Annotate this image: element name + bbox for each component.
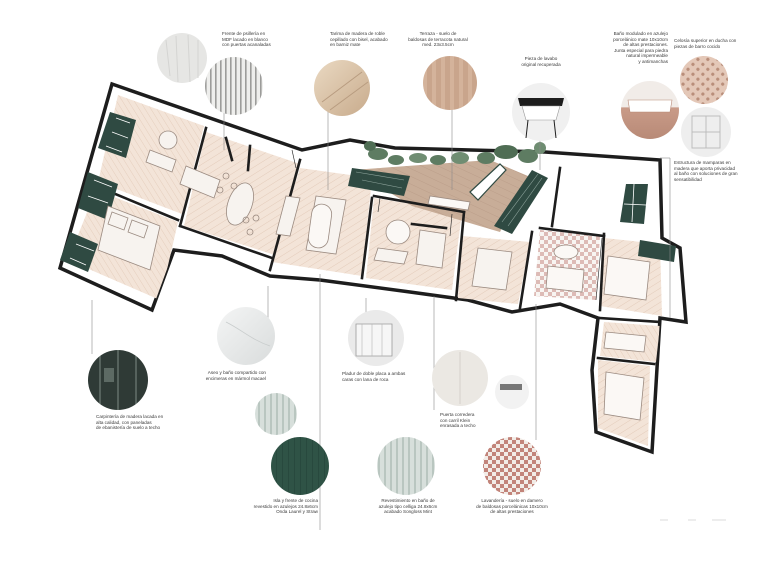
terrace-plants (364, 141, 546, 165)
swatch-rail (495, 375, 529, 409)
label-kitchen: Isla y frente de cocina revestido en azu… (253, 498, 318, 515)
right-facade-window (620, 183, 676, 262)
label-mampara: Estructura de mamparas en madera que apo… (674, 160, 738, 182)
label-bath: Baño modulado en azulejo porcelánico mat… (613, 31, 668, 64)
label-celliger: Revestimiento en baño de azulejo tipo ce… (378, 498, 438, 515)
label-marble: Aseo y baño compartido con encimeras en … (205, 370, 266, 381)
swatch-mdf (205, 57, 263, 115)
label-terrace: Terraza - suelo de baldosas de terracota… (408, 31, 468, 48)
plan-details (291, 149, 603, 301)
swatch-marble (217, 307, 275, 365)
label-sliding: Puerta corredera con carril Klein enrasa… (440, 412, 476, 429)
label-mdf: Frente de psillería en MDF lacado en bla… (222, 31, 271, 48)
swatch-mint-small (255, 393, 297, 435)
terrace-glazing (348, 163, 548, 234)
swatch-laundry (483, 437, 541, 495)
label-sink: Pieza de lavabo original recuperada (521, 56, 561, 67)
furniture (97, 130, 651, 421)
swatch-lattice (680, 56, 728, 104)
swatch-kitchen (271, 437, 329, 495)
material-swatches (88, 33, 731, 495)
label-laundry: Lavandería - suelo en damero de baldosas… (476, 498, 548, 515)
label-plaster: Pladur de doble placa a ambas caras con … (342, 371, 406, 382)
swatch-grey-panel (157, 33, 207, 83)
swatch-oak (314, 60, 370, 116)
label-lattice: Celosía superior en ducha con piezas de … (674, 38, 737, 49)
swatch-celliger (377, 437, 435, 495)
label-carpentry: Carpintería de madera lacada en alta cal… (96, 414, 164, 431)
swatch-terrace (423, 56, 477, 110)
label-oak: Tarima de madera de roble cepillado con … (330, 31, 388, 48)
